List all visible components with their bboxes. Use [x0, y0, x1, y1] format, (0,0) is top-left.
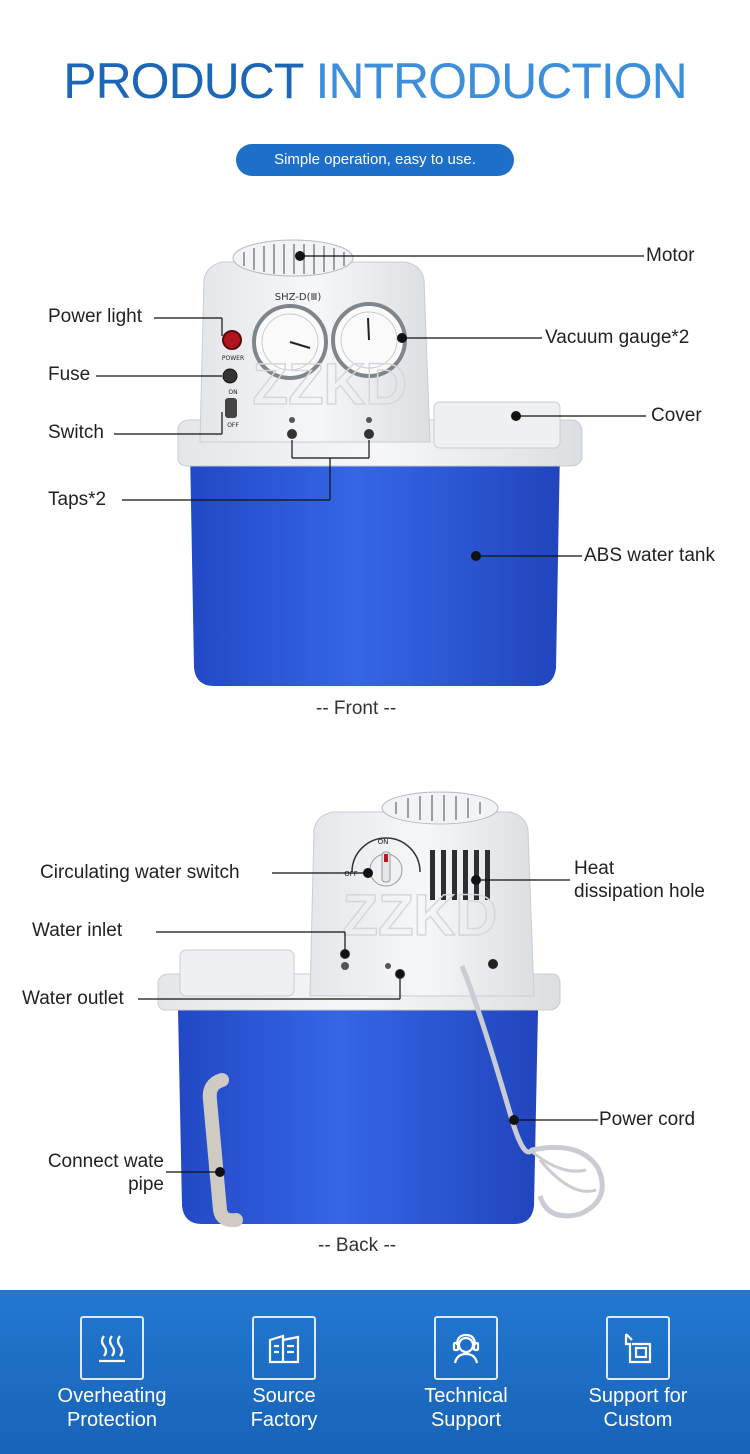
water-pipe — [202, 1073, 243, 1228]
headset-support-icon — [434, 1316, 498, 1380]
heat-waves-icon — [80, 1316, 144, 1380]
pipe-label-line1: Connect wate — [47, 1151, 164, 1172]
caption-front: -- Front -- — [316, 698, 397, 719]
back-water-tank — [178, 1010, 538, 1224]
front-unit-image: SHZ-D(Ⅲ) ZZKD POWER ON OFF — [96, 239, 646, 686]
subtitle-pill: Simple operation, easy to use. — [236, 144, 514, 176]
label-motor: Motor — [646, 245, 695, 266]
feature-3-line1: Technical — [424, 1385, 508, 1407]
feature-3-line2: Support — [430, 1409, 502, 1431]
product-illustrations: SHZ-D(Ⅲ) ZZKD POWER ON OFF — [96, 239, 646, 1228]
caption-back: -- Back -- — [318, 1235, 397, 1256]
label-vacuum-gauge: Vacuum gauge*2 — [545, 327, 690, 348]
feature-1-line2: Protection — [66, 1409, 158, 1431]
page-title: PRODUCT INTRODUCTION — [0, 52, 750, 110]
label-water-inlet: Water inlet — [32, 920, 123, 941]
feature-4-line2: Custom — [603, 1409, 673, 1431]
label-circulating-water-switch: Circulating water switch — [40, 862, 240, 883]
label-taps: Taps*2 — [48, 489, 107, 510]
heat-label-line2: dissipation hole — [574, 881, 705, 902]
front-water-tank — [190, 448, 560, 686]
feature-2-line2: Factory — [250, 1409, 318, 1431]
custom-package-icon — [606, 1316, 670, 1380]
label-water-outlet: Water outlet — [22, 988, 124, 1009]
feature-1-line1: Overheating — [57, 1385, 167, 1407]
power-light — [222, 330, 242, 350]
back-unit-image: ON OFF ZZKD — [138, 791, 605, 1228]
label-abs-water-tank: ABS water tank — [584, 545, 715, 566]
label-power-light: Power light — [48, 306, 142, 327]
model-label: SHZ-D(Ⅲ) — [275, 292, 322, 303]
label-power-cord: Power cord — [599, 1109, 696, 1130]
pipe-label-line2: pipe — [128, 1174, 164, 1195]
switch-toggle — [225, 398, 237, 418]
heat-label-line1: Heat — [574, 858, 615, 879]
title-word-product: PRODUCT — [63, 53, 303, 109]
power-light-text: POWER — [222, 355, 244, 362]
knob-off-text: OFF — [344, 870, 358, 878]
knob-on-text: ON — [378, 838, 389, 846]
front-watermark: ZZKD — [253, 352, 408, 417]
label-cover: Cover — [651, 405, 702, 426]
feature-4-line1: Support for — [588, 1385, 688, 1407]
back-watermark: ZZKD — [343, 883, 498, 948]
label-fuse: Fuse — [48, 364, 91, 385]
title-word-introduction: INTRODUCTION — [315, 53, 687, 109]
switch-on-text: ON — [228, 389, 237, 396]
feature-2-line1: Source — [252, 1385, 316, 1407]
tap-right — [364, 429, 374, 439]
front-cover — [433, 401, 561, 449]
tap-left — [287, 429, 297, 439]
heat-dissipation-vents — [430, 850, 490, 900]
power-cord — [459, 965, 605, 1219]
factory-icon — [252, 1316, 316, 1380]
label-switch: Switch — [48, 422, 104, 443]
fuse — [222, 368, 238, 384]
switch-off-text: OFF — [227, 422, 239, 429]
